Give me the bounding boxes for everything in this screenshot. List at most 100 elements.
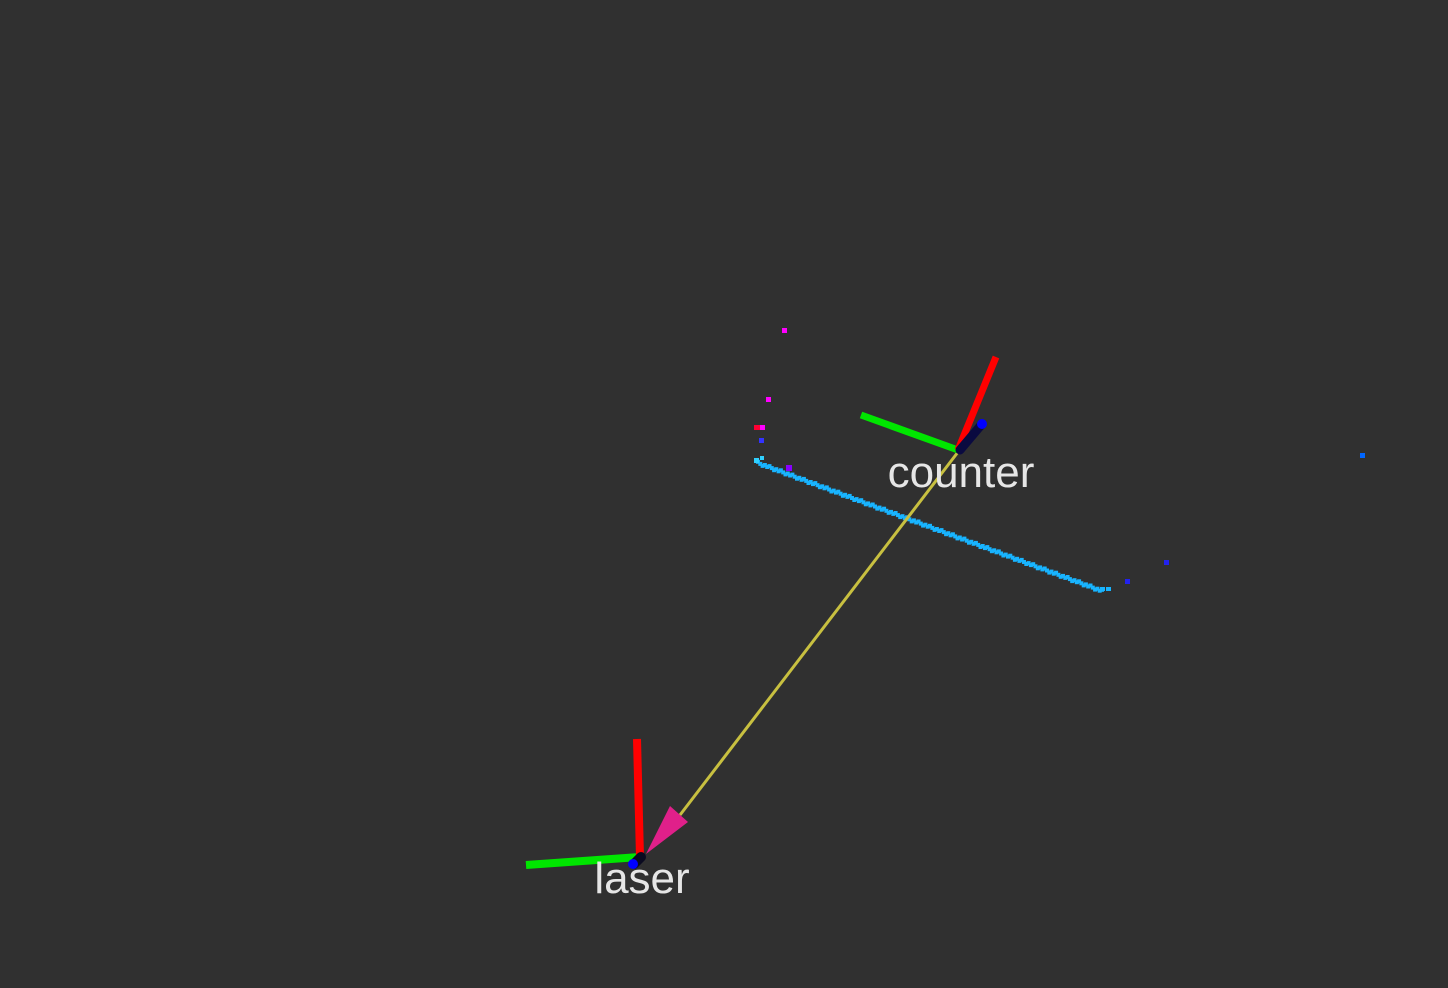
scan-point [934, 527, 939, 531]
scan-point [957, 535, 962, 540]
scan-point [971, 541, 976, 546]
scan-point [836, 489, 841, 494]
scan-point [840, 493, 845, 498]
scan-point [909, 519, 914, 524]
scan-point [969, 539, 974, 544]
scan-point [980, 544, 985, 548]
scan-point [766, 397, 771, 402]
scan-point [1017, 558, 1022, 563]
scan-point [960, 537, 965, 542]
scan-point [1042, 566, 1047, 571]
laser-frame-label: laser [594, 854, 689, 903]
scan-point [843, 492, 848, 497]
scan-point [895, 513, 900, 518]
laser-frame-axes [525, 738, 646, 869]
scan-point [983, 546, 987, 551]
scan-point [797, 475, 802, 480]
laser-scan-points [754, 328, 1365, 593]
scan-point [769, 466, 774, 471]
scan-point [824, 485, 829, 490]
scan-point [1083, 582, 1088, 587]
scan-point [946, 531, 951, 536]
scan-point [850, 496, 854, 500]
scan-point [962, 536, 967, 541]
scan-point [801, 476, 806, 481]
scan-point [1008, 553, 1013, 558]
scan-point [1006, 554, 1010, 559]
scan-point [1012, 557, 1017, 562]
scan-point [772, 468, 777, 473]
scan-point [1040, 567, 1045, 572]
scan-point [994, 550, 999, 555]
scan-point [1028, 563, 1033, 568]
scan-point [1003, 552, 1008, 557]
scan-point [877, 505, 882, 510]
scan-point [1081, 583, 1086, 588]
scan-point [1074, 580, 1079, 585]
scan-point [948, 533, 953, 538]
scan-point [1038, 565, 1043, 570]
scan-point [1090, 585, 1095, 590]
scan-point [932, 527, 937, 532]
counter-z-axis-tip [977, 419, 987, 429]
counter-frame-axes [859, 355, 1000, 455]
scan-point [852, 498, 857, 502]
scan-point [964, 538, 969, 543]
scan-point [1033, 564, 1038, 569]
scan-point [859, 498, 864, 503]
scan-point [760, 425, 765, 430]
scan-point [1045, 568, 1049, 573]
counter-z-axis [955, 419, 987, 455]
scan-point [950, 532, 955, 537]
scan-point [992, 548, 997, 553]
scan-point [1100, 587, 1105, 591]
scan-point [916, 519, 921, 524]
scan-point [1058, 574, 1063, 579]
scan-point [1024, 562, 1029, 566]
scan-point [863, 502, 868, 507]
scan-point [795, 476, 799, 481]
scan-point [953, 534, 958, 539]
scan-point [1360, 453, 1365, 458]
scan-point [754, 458, 759, 463]
scan-point [813, 481, 818, 486]
scan-point [776, 469, 781, 474]
scan-point [861, 500, 866, 505]
tf-link-arrow-icon [646, 806, 688, 854]
scan-point [1026, 561, 1031, 566]
scan-point [1051, 571, 1056, 576]
scan-point [999, 551, 1004, 556]
scan-point [790, 472, 795, 477]
laser-x-axis [633, 738, 644, 858]
scan-point [1079, 581, 1084, 586]
scan-point [1063, 575, 1068, 580]
scan-point [806, 481, 811, 485]
scan-point [978, 545, 983, 549]
scan-point [1164, 560, 1169, 565]
scan-point [985, 545, 990, 550]
scan-point [873, 504, 877, 509]
scan-point [1019, 557, 1024, 562]
scan-point [838, 491, 843, 496]
scan-point [1095, 586, 1100, 591]
scan-point [879, 507, 884, 512]
scan-point [944, 532, 949, 537]
scan-point [1077, 579, 1082, 584]
scan-point [1072, 578, 1077, 583]
scan-point [831, 488, 836, 493]
scan-point [955, 536, 960, 541]
scan-point [923, 522, 928, 527]
scan-point [987, 547, 992, 552]
scan-point [1067, 577, 1072, 582]
scan-point [759, 438, 764, 443]
scan-point [902, 516, 907, 521]
scan-point [898, 515, 903, 520]
scan-point [996, 549, 1001, 554]
scan-point [760, 456, 764, 460]
scan-point [930, 525, 935, 530]
scan-point [760, 463, 765, 468]
scan-point [762, 463, 767, 467]
counter-frame-label: counter [888, 448, 1035, 497]
